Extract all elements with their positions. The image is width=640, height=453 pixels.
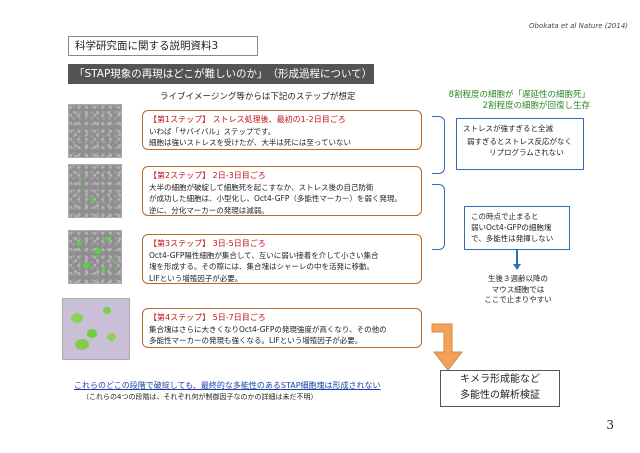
step3-title: 【第3ステップ】 3日-5日目ごろ — [149, 239, 266, 248]
document-title: 科学研究面に関する説明資料3 — [68, 36, 258, 56]
bracket-steps-1-2 — [432, 116, 445, 174]
bracket-steps-2-3 — [432, 184, 445, 250]
step4-box: 【第4ステップ】 5日-7日目ごろ 集合塊はさらに大きくなりOct4-GFPの発… — [142, 308, 422, 348]
step1-line1: いわば「サバイバル」ステップです。 — [149, 126, 276, 136]
outcome-line1: キメラ形成能など — [460, 374, 540, 385]
bent-arrow-icon — [431, 323, 464, 371]
step3-line2: 塊を形成する。その際には、集合塊はシャーレの中を活発に移動。 — [149, 262, 374, 271]
step1-box: 【第1ステップ】 ストレス処理後、最初の1-2日目ごろ いわば「サバイバル」ステ… — [142, 110, 422, 150]
arrest-note-line3: で、多能性は発揮しない — [471, 234, 554, 243]
survival-header-line2: 2割程度の細胞が回復し生存 — [482, 101, 590, 111]
mouse-age-note-line2: マウス細胞では — [491, 284, 545, 294]
slide-subtitle: 「STAP現象の再現はどこが難しいのか」 （形成過程について） — [68, 64, 374, 84]
live-imaging-note: ライブイメージング等からは下記のステップが想定 — [160, 92, 356, 102]
stress-note-line3: リプログラムされない — [489, 148, 564, 157]
arrest-note-line2: 弱いOct4-GFPの細胞塊 — [471, 223, 552, 232]
step3-line3: LIFという増殖因子が必要。 — [149, 273, 243, 283]
step4-line2: 多能性マーカーの発現も強くなる。LIFという増殖因子が必要。 — [149, 336, 363, 345]
step1-line2: 細胞は強いストレスを受けたが、大半は死には至っていない — [149, 138, 351, 147]
regulator-note: （これらの4つの段階は、それぞれ何が制御因子なのかの詳細は未だ不明） — [82, 393, 318, 401]
stress-note-line2: 弱すぎるとストレス反応がなく — [467, 137, 572, 146]
outcome-line2: 多能性の解析検証 — [460, 390, 540, 401]
step2-microscopy-image — [68, 164, 122, 218]
arrest-note-line1: この時点で止まると — [471, 212, 539, 221]
survival-header-line1: 8割程度の細胞が「遅延性の細胞死」 — [448, 90, 590, 100]
down-arrow-icon — [513, 264, 521, 270]
citation: Obokata et al Nature (2014) — [529, 22, 628, 30]
pluripotency-outcome-box: キメラ形成能など 多能性の解析検証 — [440, 370, 560, 407]
step2-line2: が成功した細胞は、小型化し、Oct4-GFP（多能性マーカー）を弱く発現。 — [149, 194, 402, 203]
step3-line1: Oct4-GFP陽性細胞が集合して、互いに弱い接着を介して小さい集合 — [149, 250, 379, 260]
page-number: 3 — [606, 418, 614, 432]
step1-title: 【第1ステップ】 ストレス処理後、最初の1-2日目ごろ — [149, 115, 346, 124]
step2-box: 【第2ステップ】 2日-3日目ごろ 大半の細胞が破綻して細胞死を起こすなか、スト… — [142, 166, 422, 216]
mouse-age-note-line3: ここで止まりやすい — [484, 295, 552, 304]
step4-microscopy-image — [62, 298, 130, 360]
step1-microscopy-image — [68, 104, 122, 158]
step4-line1: 集合塊はさらに大きくなりOct4-GFPの発現強度が高くなり、その他の — [149, 324, 387, 334]
step3-microscopy-image — [68, 230, 122, 284]
step2-line1: 大半の細胞が破綻して細胞死を起こすなか、ストレス後の自己防衛 — [149, 182, 374, 192]
mouse-age-note: 生後３週齢以降の マウス細胞では ここで止まりやすい — [468, 274, 568, 306]
failure-note: これらのどこの段階で破綻しても、最終的な多能性のあるSTAP細胞塊は形成されない — [74, 381, 381, 390]
step3-box: 【第3ステップ】 3日-5日目ごろ Oct4-GFP陽性細胞が集合して、互いに弱… — [142, 234, 422, 284]
step2-title: 【第2ステップ】 2日-3日目ごろ — [149, 171, 266, 180]
survival-header: 8割程度の細胞が「遅延性の細胞死」 2割程度の細胞が回復し生存 — [400, 90, 590, 112]
stress-note-box: ストレスが強すぎると全滅 弱すぎるとストレス反応がなく リプログラムされない — [456, 118, 584, 170]
step2-line3: 逆に、分化マーカーの発現は減弱。 — [149, 205, 269, 215]
mouse-age-note-line1: 生後３週齢以降の — [488, 274, 548, 283]
down-arrow-line — [516, 250, 518, 264]
stress-note-line1: ストレスが強すぎると全滅 — [463, 124, 553, 133]
step4-title: 【第4ステップ】 5日-7日目ごろ — [149, 313, 266, 322]
arrest-note-box: この時点で止まると 弱いOct4-GFPの細胞塊 で、多能性は発揮しない — [464, 206, 570, 250]
